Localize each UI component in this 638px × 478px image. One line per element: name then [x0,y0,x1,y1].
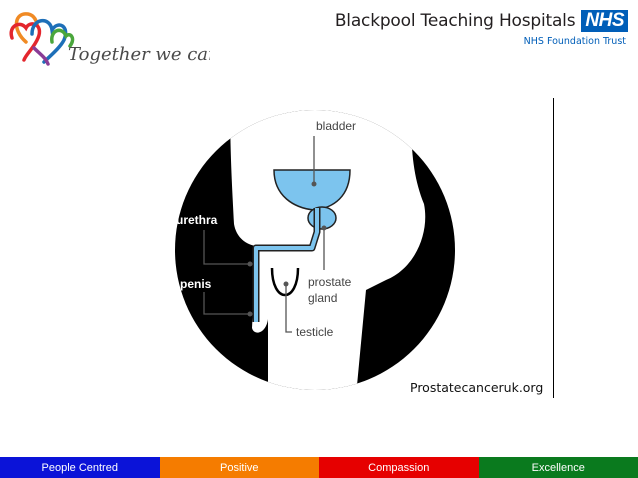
footer-value-excellence: Excellence [478,457,638,478]
source-credit: Prostatecanceruk.org [410,380,544,395]
heart-blue-icon [30,19,68,64]
footer-value-positive: Positive [159,457,319,478]
heart-purple-icon [32,46,50,66]
logo-tagline: Together we care [68,44,210,65]
label-bladder: bladder [316,119,356,133]
prostate-anatomy-diagram: bladder urethra penis prostate gland tes… [175,110,455,390]
vertical-divider [553,98,554,398]
trust-subtitle: NHS Foundation Trust [523,36,626,47]
footer-value-people-centred: People Centred [0,457,160,478]
label-testicle: testicle [296,325,334,339]
label-prostate-line2: gland [308,291,337,305]
testicle-shape [270,267,300,297]
trust-brand: Blackpool Teaching Hospitals NHS NHS Fou… [335,10,628,47]
together-we-care-logo: Together we care [9,12,210,66]
values-footer: People Centred Positive Compassion Excel… [0,457,638,478]
nhs-logo-badge: NHS [581,10,628,32]
label-urethra: urethra [176,213,218,227]
heart-green-icon [50,28,75,48]
heart-orange-icon [14,12,39,44]
trust-name: Blackpool Teaching Hospitals [334,11,576,31]
label-penis: penis [180,277,212,291]
label-prostate-line1: prostate [308,275,352,289]
footer-value-compassion: Compassion [319,457,479,478]
prostate-shape [307,206,337,230]
